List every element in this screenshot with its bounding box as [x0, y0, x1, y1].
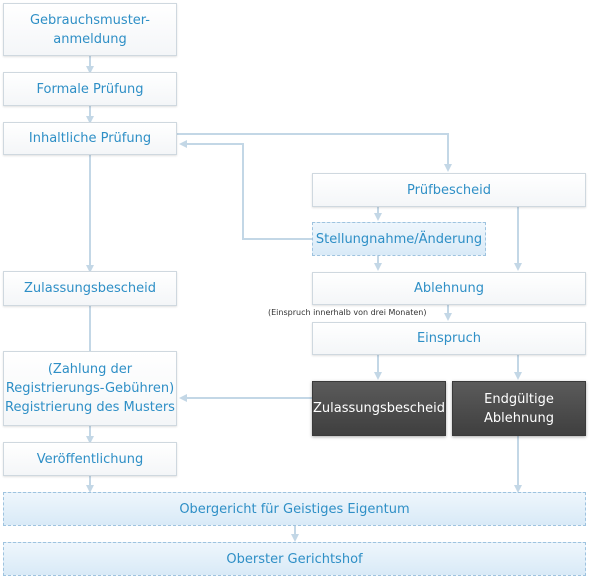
arrow-stellungnahme-to-inhaltliche: [183, 144, 312, 239]
node-gebrauchsmusteranmeldung: Gebrauchsmuster- anmeldung: [3, 3, 177, 56]
note-einspruch-frist: (Einspruch innerhalb von drei Monaten): [268, 308, 426, 317]
node-zulassungsbescheid-dark: Zulassungsbescheid: [312, 381, 446, 436]
node-oberster-gerichtshof: Oberster Gerichtshof: [3, 542, 586, 576]
node-einspruch: Einspruch: [312, 322, 586, 355]
node-obergericht: Obergericht für Geistiges Eigentum: [3, 492, 586, 526]
node-pruefbescheid: Prüfbescheid: [312, 173, 586, 207]
node-ablehnung: Ablehnung: [312, 272, 586, 305]
node-zahlung-registrierung: (Zahlung der Registrierungs-Gebühren) Re…: [3, 351, 177, 426]
node-veroeffentlichung: Veröffentlichung: [3, 442, 177, 476]
node-endgueltige-ablehnung: Endgültige Ablehnung: [452, 381, 586, 436]
node-stellungnahme-aenderung: Stellungnahme/Änderung: [312, 222, 486, 256]
node-zulassungsbescheid-left: Zulassungsbescheid: [3, 271, 177, 306]
node-inhaltliche-pruefung: Inhaltliche Prüfung: [3, 122, 177, 155]
node-formale-pruefung: Formale Prüfung: [3, 72, 177, 106]
arrow-inhaltliche-to-pruefbescheid: [177, 134, 448, 168]
